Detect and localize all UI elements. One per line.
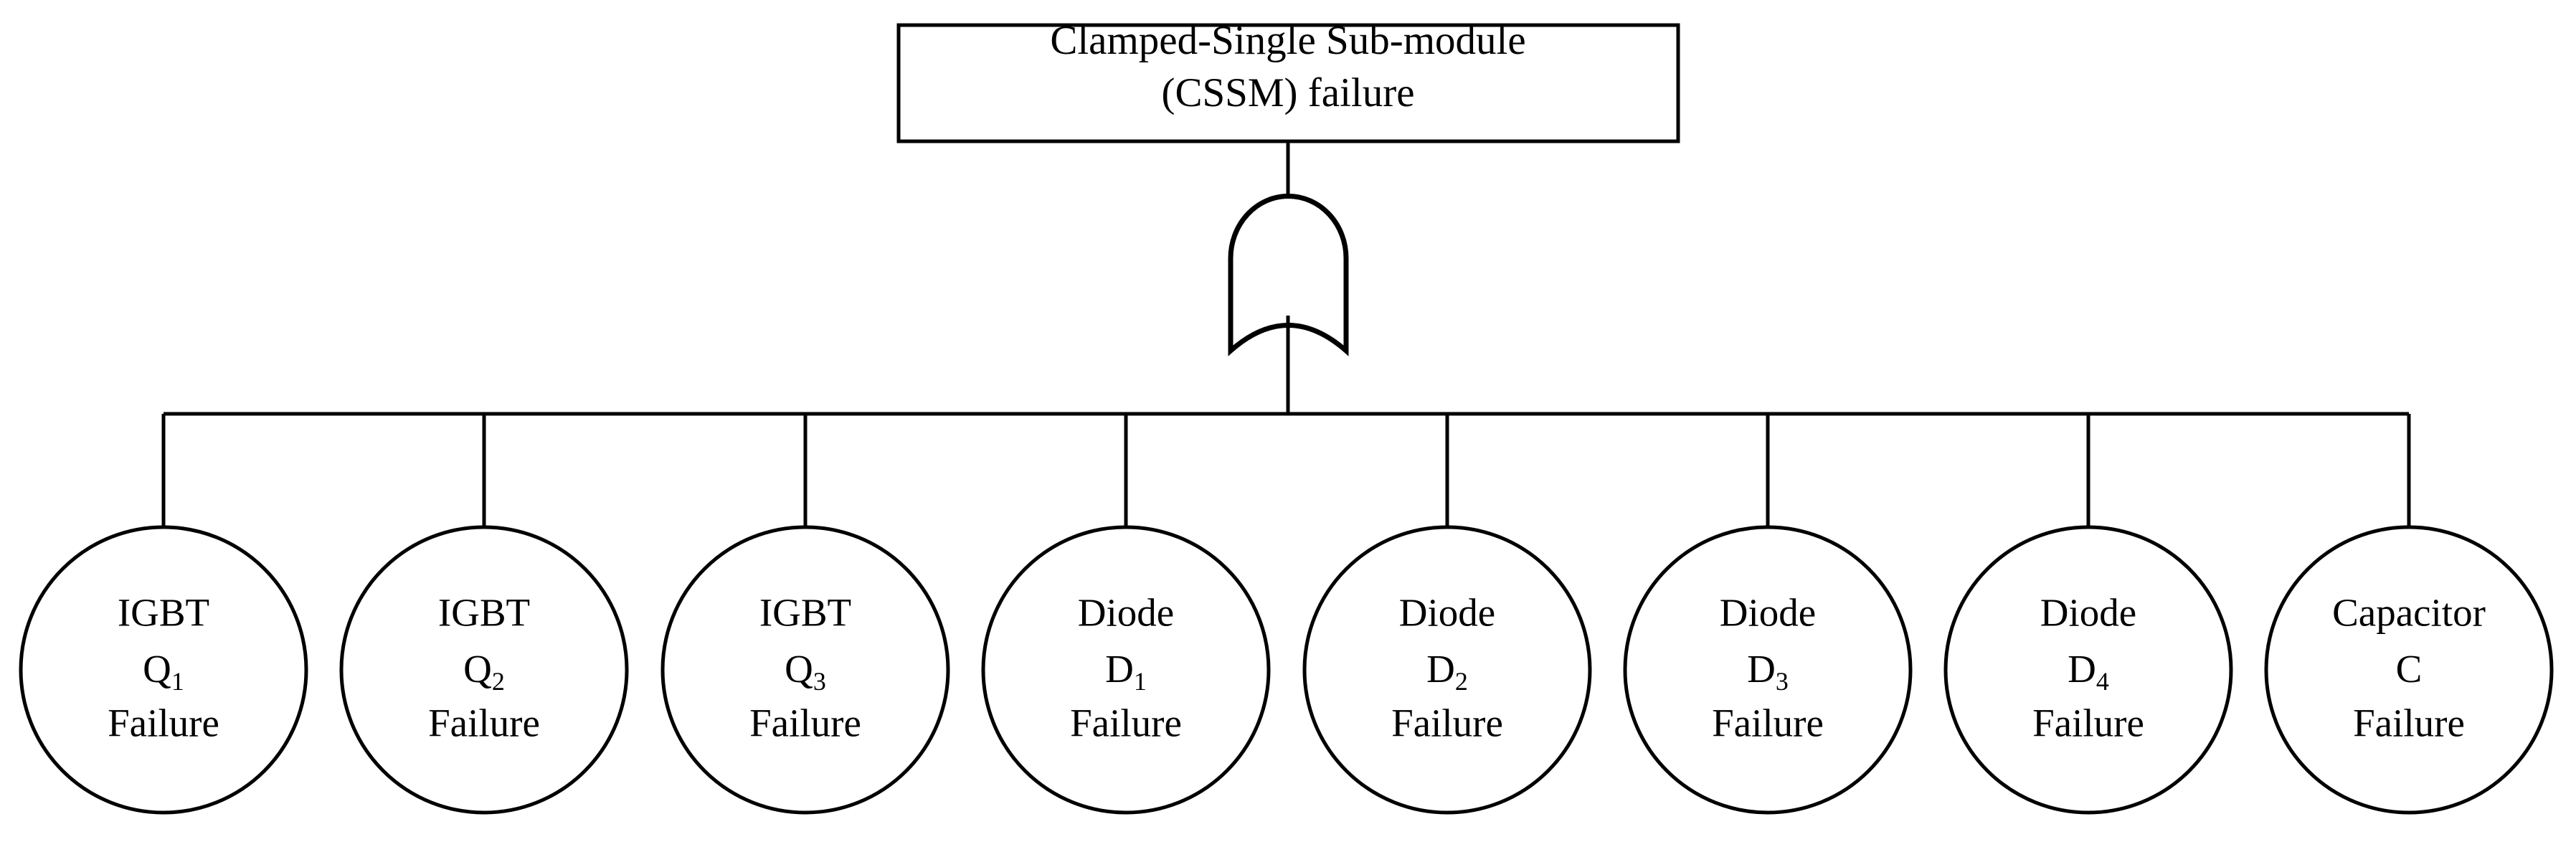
basic-event-7-symbol: D [2068, 647, 2096, 691]
top-event-line-2: (CSSM) failure [1161, 70, 1414, 115]
top-event-node[interactable]: Clamped-Single Sub-module (CSSM) failure [896, 18, 1680, 143]
basic-event-4-subscript: 1 [1134, 667, 1147, 696]
basic-event-4-symbol: D [1105, 647, 1134, 691]
top-event-line-1: Clamped-Single Sub-module [1050, 18, 1525, 63]
basic-event-5-line-2: D2 [1426, 647, 1468, 696]
basic-event-4-line-1: Diode [1078, 591, 1174, 635]
basic-event-1-line-2: Q1 [143, 647, 184, 696]
basic-event-7[interactable]: Diode D4 Failure [1943, 525, 2233, 815]
basic-event-7-subscript: 4 [2096, 667, 2109, 696]
basic-event-5-subscript: 2 [1455, 667, 1468, 696]
basic-event-circle[interactable] [1623, 525, 1913, 815]
basic-event-6-symbol: D [1747, 647, 1776, 691]
basic-event-2-symbol: Q [463, 647, 492, 691]
basic-event-8[interactable]: Capacitor C Failure [2264, 525, 2554, 815]
basic-event-4[interactable]: Diode D1 Failure [981, 525, 1271, 815]
basic-event-circle[interactable] [2264, 525, 2554, 815]
basic-event-4-line-3: Failure [1070, 701, 1182, 745]
basic-event-1-subscript: 1 [171, 667, 184, 696]
basic-event-6-subscript: 3 [1776, 667, 1789, 696]
basic-event-6[interactable]: Diode D3 Failure [1623, 525, 1913, 815]
top-event-rectangle[interactable] [896, 23, 1680, 143]
basic-event-2-subscript: 2 [492, 667, 505, 696]
basic-event-2-line-3: Failure [428, 701, 540, 745]
basic-event-3-line-3: Failure [749, 701, 861, 745]
basic-event-7-line-3: Failure [2032, 701, 2144, 745]
basic-event-5[interactable]: Diode D2 Failure [1302, 525, 1592, 815]
basic-event-7-line-2: D4 [2068, 647, 2109, 696]
or-gate[interactable] [1228, 193, 1349, 356]
basic-event-7-line-1: Diode [2040, 591, 2136, 635]
basic-event-5-symbol: D [1426, 647, 1455, 691]
basic-event-5-line-3: Failure [1391, 701, 1503, 745]
basic-event-circle[interactable] [981, 525, 1271, 815]
basic-event-3-symbol: Q [785, 647, 813, 691]
basic-event-8-line-3: Failure [2353, 701, 2465, 745]
basic-event-3[interactable]: IGBT Q3 Failure [660, 525, 950, 815]
basic-event-2[interactable]: IGBT Q2 Failure [339, 525, 629, 815]
basic-event-1[interactable]: IGBT Q1 Failure [19, 525, 308, 815]
basic-event-6-line-2: D3 [1747, 647, 1789, 696]
basic-event-5-line-1: Diode [1399, 591, 1495, 635]
basic-event-1-symbol: Q [143, 647, 171, 691]
basic-event-2-line-1: IGBT [438, 591, 530, 635]
basic-event-6-line-1: Diode [1720, 591, 1816, 635]
basic-event-2-line-2: Q2 [463, 647, 505, 696]
basic-event-circle[interactable] [339, 525, 629, 815]
or-gate-shape[interactable] [1228, 193, 1349, 356]
basic-event-8-symbol: C [2396, 647, 2423, 691]
basic-event-circle[interactable] [1943, 525, 2233, 815]
basic-event-6-line-3: Failure [1712, 701, 1824, 745]
basic-event-3-line-2: Q3 [785, 647, 826, 696]
basic-event-8-line-2: C [2396, 647, 2423, 691]
basic-event-1-line-1: IGBT [118, 591, 209, 635]
basic-event-1-line-3: Failure [108, 701, 219, 745]
basic-event-circle[interactable] [1302, 525, 1592, 815]
basic-event-8-line-1: Capacitor [2332, 591, 2486, 635]
basic-event-3-line-1: IGBT [759, 591, 851, 635]
basic-event-3-subscript: 3 [813, 667, 826, 696]
basic-event-4-line-2: D1 [1105, 647, 1147, 696]
basic-event-circle[interactable] [19, 525, 308, 815]
basic-event-circle[interactable] [660, 525, 950, 815]
